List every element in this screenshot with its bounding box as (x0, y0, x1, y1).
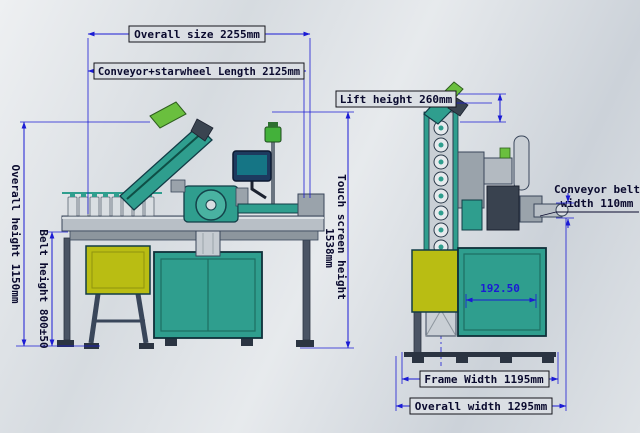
dim-frame-width-label: Frame Width 1195mm (424, 373, 544, 386)
capping-assembly (457, 135, 543, 231)
dim-overall-width-box (409, 397, 553, 415)
side-electrical-box (411, 249, 459, 313)
dim-lift-height-label: Lift height 260mm (340, 93, 453, 106)
dim-conveyor-starwheel-length: Conveyor+starwheel Length 2125mm (87, 62, 307, 198)
electrical-box (85, 245, 151, 295)
dim-belt-height-label: Belt height 800±50 (37, 229, 50, 348)
dim-frame-width: Frame Width 1195mm (401, 352, 559, 388)
side-cabinet (457, 247, 547, 337)
dim-overall-height: Overall height 1150mm (9, 121, 150, 347)
dim-overall-width-label: Overall width 1295mm (415, 400, 548, 413)
inner-measure-label: 192.50 (480, 282, 520, 295)
control-cabinet (153, 251, 263, 339)
dim-conveyor-belt-width-line2: width 110mm (561, 197, 634, 210)
side-conveyor-stub (533, 203, 569, 218)
infeed-chute (119, 101, 214, 211)
dim-conveyor-belt-width-line1: Conveyor belt (554, 183, 640, 196)
dim-overall-size: Overall size 2255mm (87, 25, 311, 214)
touch-screen (232, 150, 272, 200)
dim-conveyor-belt-width: Conveyor belt width 110mm (539, 183, 640, 228)
dim-overall-width: Overall width 1295mm (395, 218, 567, 415)
dim-overall-height-label: Overall height 1150mm (9, 164, 22, 303)
dim-overall-size-box (128, 25, 266, 43)
dim-lift-height: Lift height 260mm (335, 90, 506, 123)
dim-touch-screen-height-label: Touch screen height (335, 174, 348, 300)
dim-inner-measure: 192.50 (465, 282, 537, 308)
main-conveyor (61, 215, 325, 241)
front-view (57, 101, 325, 349)
outfeed-guard (237, 193, 325, 217)
side-view: 192.50 (404, 81, 569, 366)
dim-belt-height: Belt height 800±50 (37, 229, 68, 349)
labeling-cylinder (195, 230, 221, 257)
star-wheel-unit (170, 179, 249, 223)
dim-lift-height-box (335, 90, 457, 108)
dim-touch-screen-height-value: 1538mm (323, 228, 336, 268)
dim-conveyor-starwheel-label: Conveyor+starwheel Length 2125mm (98, 66, 300, 78)
dim-overall-size-label: Overall size 2255mm (134, 28, 260, 41)
dim-touch-screen-height: Touch screen height 1538mm (272, 111, 354, 349)
beacon-light (264, 122, 282, 208)
dim-conveyor-starwheel-box (93, 62, 305, 80)
dim-frame-width-box (419, 370, 550, 388)
